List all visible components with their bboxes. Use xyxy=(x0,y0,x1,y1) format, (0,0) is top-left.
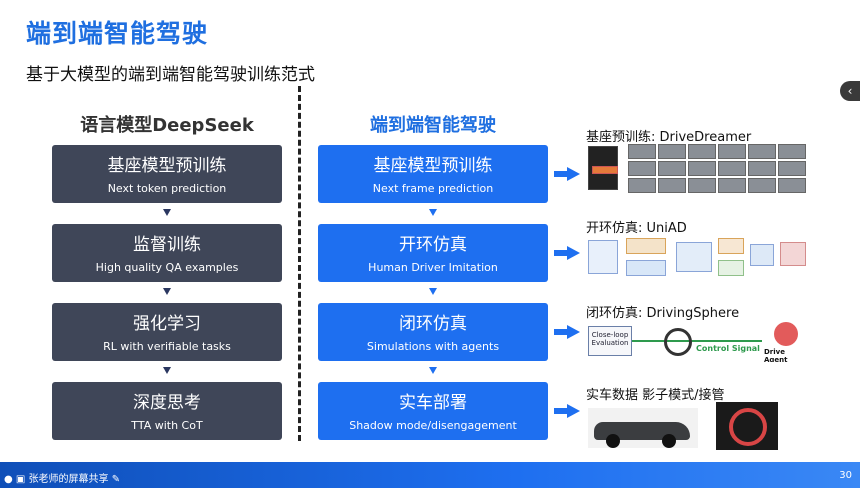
right-arrow-icon xyxy=(554,404,580,418)
mid-step-2: 开环仿真 Human Driver Imitation xyxy=(318,224,548,282)
mid-step-2-sub: Human Driver Imitation xyxy=(368,261,498,274)
screen-share-icon: ▣ xyxy=(15,474,26,485)
pen-icon[interactable]: ✎ xyxy=(111,474,121,485)
collapse-panel-button[interactable]: ‹ xyxy=(840,81,860,101)
steering-wheel-image xyxy=(716,402,778,450)
page-number: 30 xyxy=(839,470,852,481)
right-arrow-icon xyxy=(554,167,580,181)
slide-subtitle: 基于大模型的端到端智能驾驶训练范式 xyxy=(26,65,315,85)
ref-label-drivingsphere: 闭环仿真: DrivingSphere xyxy=(586,306,740,321)
ref-label-realcar: 实车数据 影子模式/接管 xyxy=(586,388,725,403)
mid-step-1-main: 基座模型预训练 xyxy=(373,156,493,176)
ref-label-uniad: 开环仿真: UniAD xyxy=(586,221,687,236)
left-column-heading: 语言模型DeepSeek xyxy=(80,115,254,136)
left-down-arrow-icon xyxy=(163,288,171,295)
mid-down-arrow-icon xyxy=(429,367,437,374)
drivedreamer-figure xyxy=(586,142,810,194)
mid-step-3-main: 闭环仿真 xyxy=(399,314,467,334)
mid-step-1: 基座模型预训练 Next frame prediction xyxy=(318,145,548,203)
left-step-4-sub: TTA with CoT xyxy=(131,419,203,432)
slide-title: 端到端智能驾驶 xyxy=(26,19,209,48)
left-step-1-sub: Next token prediction xyxy=(107,182,227,195)
share-label: 张老师的屏幕共享 xyxy=(28,474,109,485)
close-loop-label: Close-loop Evaluation xyxy=(588,326,632,356)
ref-label-drivedreamer: 基座预训练: DriveDreamer xyxy=(586,130,752,145)
left-step-2-main: 监督训练 xyxy=(133,235,201,255)
mid-step-2-main: 开环仿真 xyxy=(399,235,467,255)
left-step-3-main: 强化学习 xyxy=(133,314,201,334)
mid-step-1-sub: Next frame prediction xyxy=(372,182,494,195)
left-step-4-main: 深度思考 xyxy=(133,393,201,413)
mid-down-arrow-icon xyxy=(429,288,437,295)
left-step-1-main: 基座模型预训练 xyxy=(107,156,227,176)
mid-step-4-sub: Shadow mode/disengagement xyxy=(349,419,517,432)
mid-down-arrow-icon xyxy=(429,209,437,216)
mid-column-heading: 端到端智能驾驶 xyxy=(370,115,496,136)
left-down-arrow-icon xyxy=(163,367,171,374)
left-step-1: 基座模型预训练 Next token prediction xyxy=(52,145,282,203)
column-divider xyxy=(298,86,301,441)
mid-step-3: 闭环仿真 Simulations with agents xyxy=(318,303,548,361)
right-arrow-icon xyxy=(554,325,580,339)
realcar-figure xyxy=(586,402,810,450)
car-image xyxy=(588,408,698,448)
uniad-figure xyxy=(586,234,810,284)
left-step-2: 监督训练 High quality QA examples xyxy=(52,224,282,282)
mid-step-4: 实车部署 Shadow mode/disengagement xyxy=(318,382,548,440)
drive-agent-label: Drive Agent xyxy=(764,348,788,362)
left-down-arrow-icon xyxy=(163,209,171,216)
left-step-3: 强化学习 RL with verifiable tasks xyxy=(52,303,282,361)
mid-step-3-sub: Simulations with agents xyxy=(366,340,500,353)
mic-icon[interactable]: ● xyxy=(4,474,13,485)
right-arrow-icon xyxy=(554,246,580,260)
left-step-3-sub: RL with verifiable tasks xyxy=(103,340,231,353)
chevron-left-icon: ‹ xyxy=(847,84,853,98)
steering-wheel-icon xyxy=(664,328,692,356)
drivingsphere-figure: Close-loop Evaluation Control Signal Dri… xyxy=(586,320,810,362)
agent-avatar-icon xyxy=(774,322,798,346)
left-step-4: 深度思考 TTA with CoT xyxy=(52,382,282,440)
screen-share-bar xyxy=(0,462,860,488)
mid-step-4-main: 实车部署 xyxy=(399,393,467,413)
left-step-2-sub: High quality QA examples xyxy=(95,261,239,274)
screen-share-indicator[interactable]: ● ▣ 张老师的屏幕共享 ✎ xyxy=(4,470,120,485)
control-signal-label: Control Signal xyxy=(696,344,760,353)
